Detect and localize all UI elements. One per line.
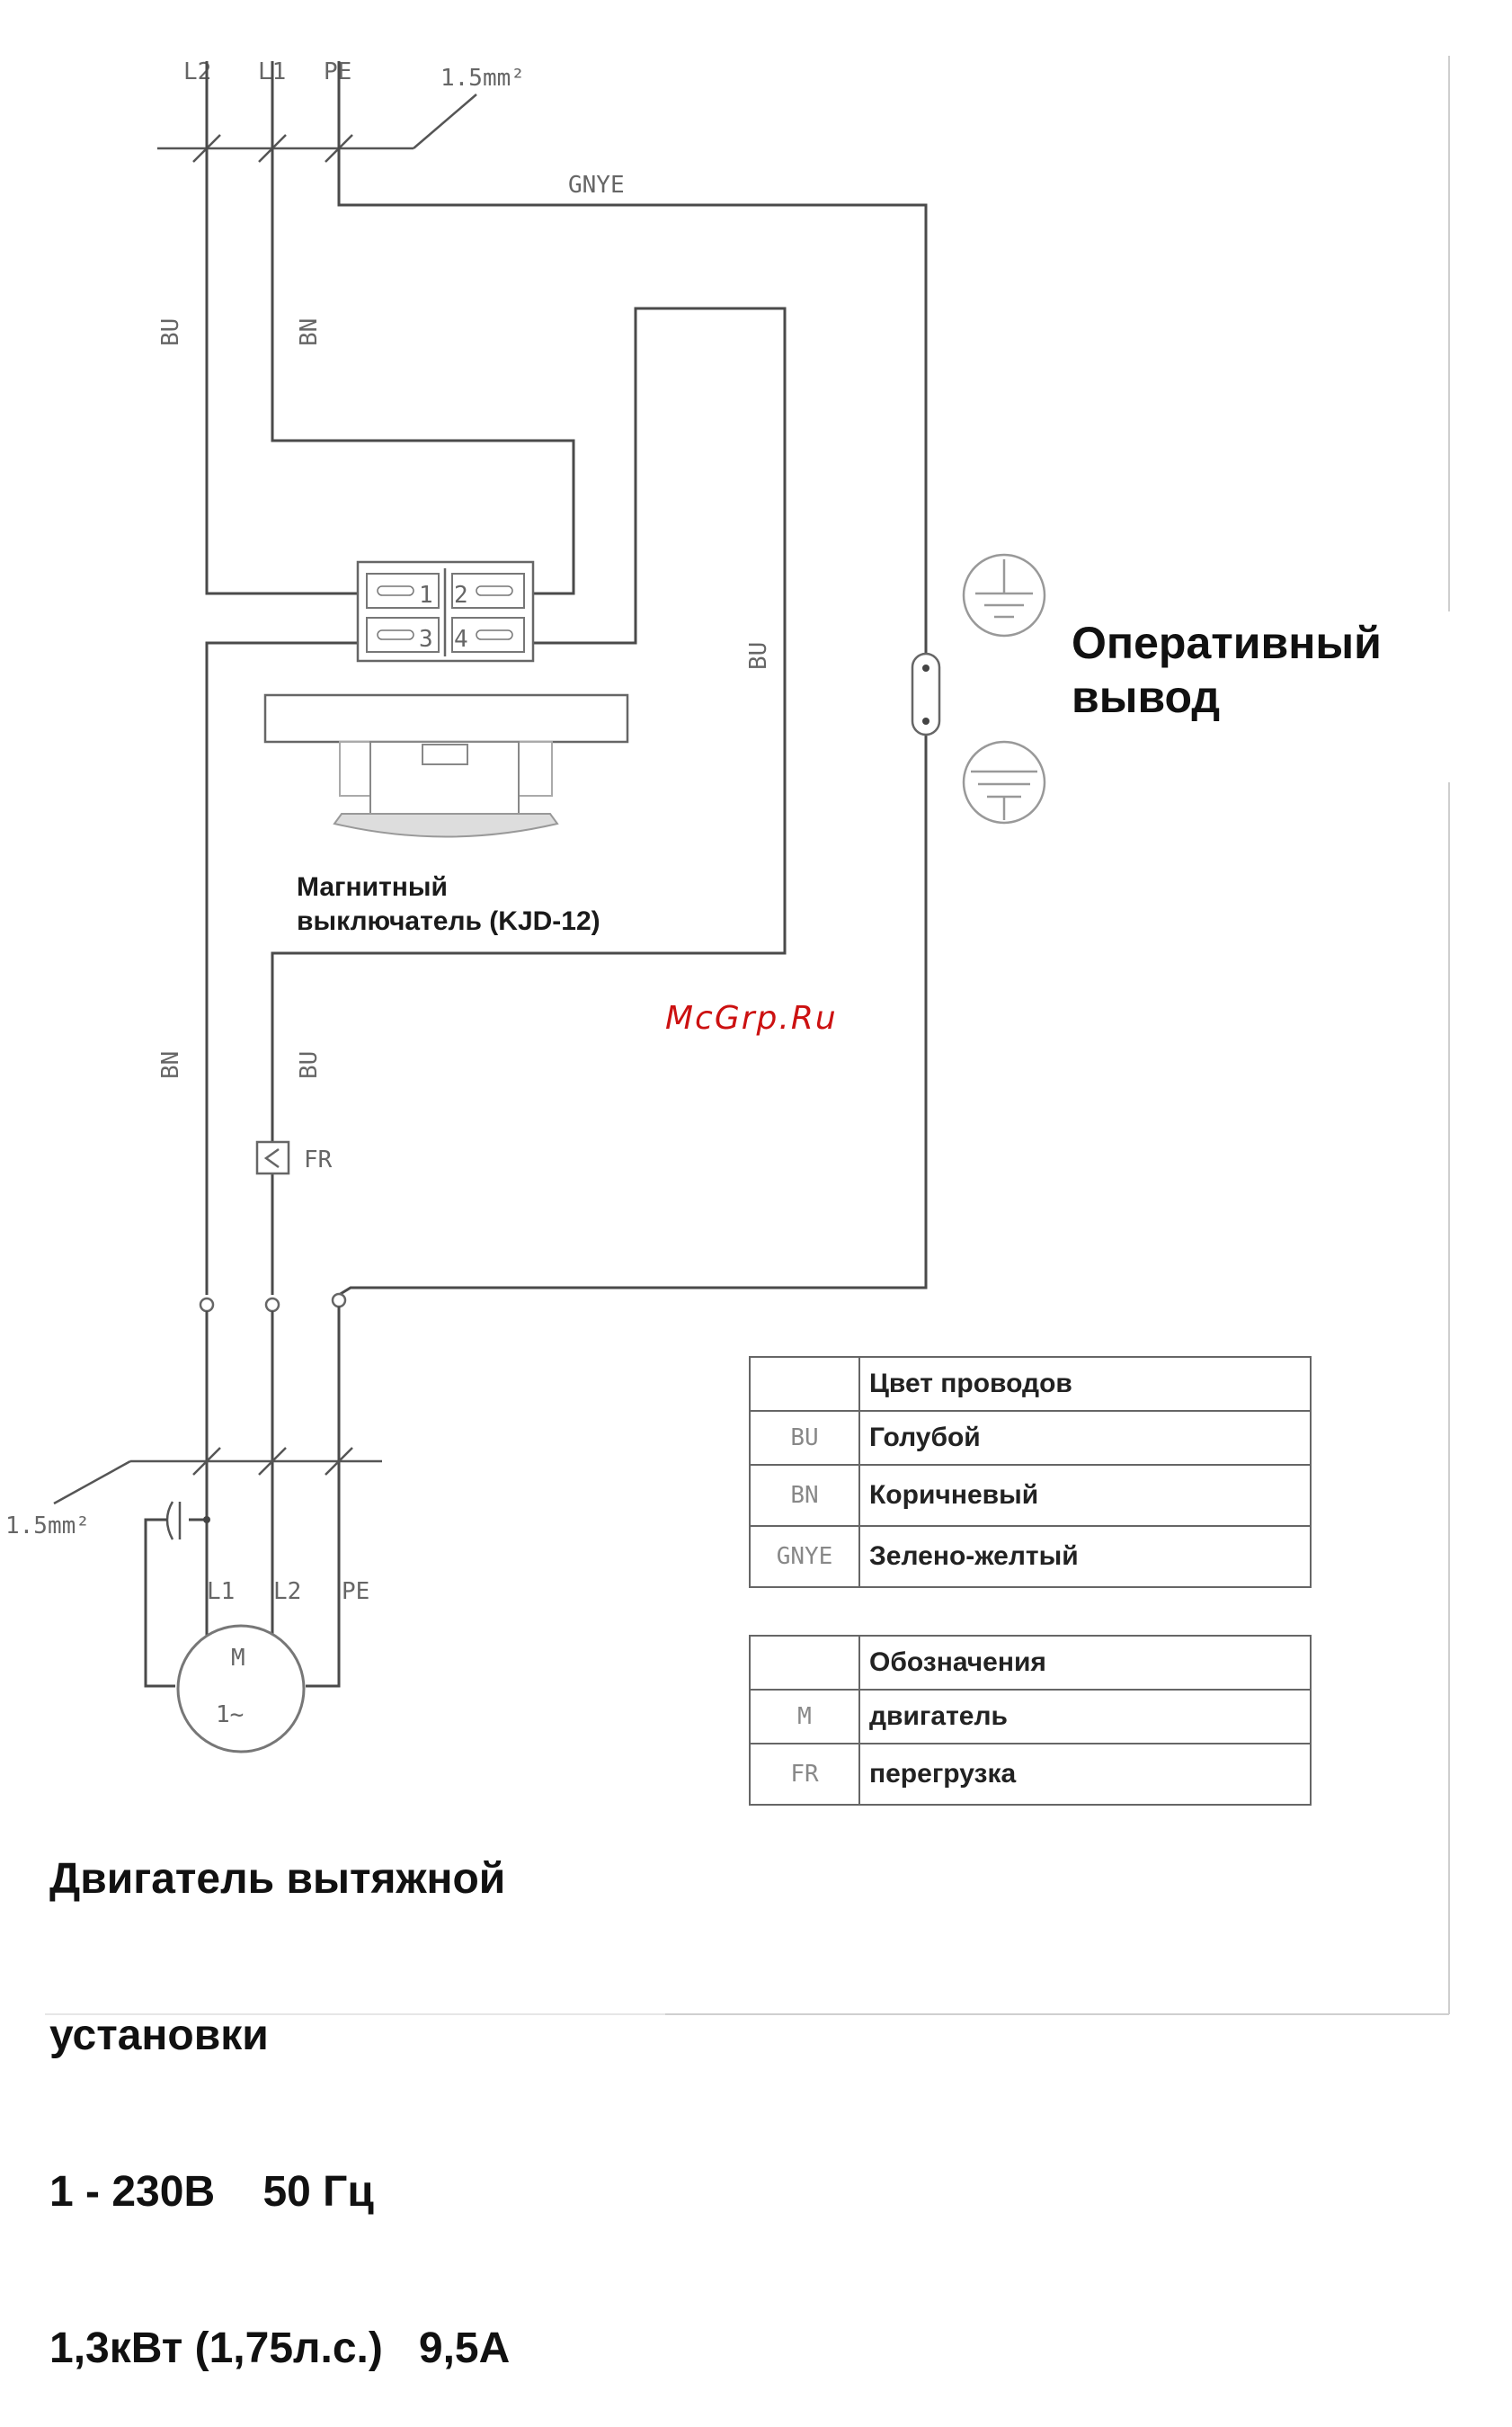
watermark: McGrp.Ru	[665, 1000, 838, 1037]
overload-label: FR	[304, 1147, 333, 1173]
legend-row: Обозначения	[749, 1635, 1312, 1691]
contact-3: 3	[419, 626, 433, 653]
legend-row: M двигатель	[749, 1689, 1312, 1744]
contact-2: 2	[454, 582, 468, 609]
ground-caption-line1: Оперативный	[1072, 618, 1382, 668]
motor-spec-line1: 1 - 230В 50 Гц	[49, 2168, 374, 2216]
wiring-diagram: L2 L1 PE 1.5mm² BU BN GNYE BU BN BU	[5, 56, 1450, 2015]
motor-terminal-l2: L2	[273, 1578, 301, 1605]
switch-caption: Магнитный выключатель (KJD-12)	[297, 870, 600, 939]
motor-bus	[53, 1307, 382, 1688]
legend-code	[749, 1356, 860, 1412]
legend-text: Зелено-желтый	[858, 1525, 1312, 1588]
legend-text: Голубой	[858, 1410, 1312, 1466]
top-cable-size: 1.5mm²	[440, 65, 525, 92]
wire-label-bn-bottom: BN	[157, 1051, 184, 1079]
junctions	[199, 1292, 347, 1313]
legend-header: Обозначения	[858, 1635, 1312, 1691]
legend-row: BN Коричневый	[749, 1464, 1312, 1527]
legend-wire-colors: Цвет проводов BU Голубой BN Коричневый G…	[749, 1356, 1312, 1588]
motor-terminal-pe: PE	[342, 1578, 369, 1605]
overload-relay	[255, 1140, 290, 1175]
legend-code: M	[749, 1689, 860, 1744]
wire-label-bn-top: BN	[296, 318, 323, 346]
top-supply-bus	[157, 94, 477, 163]
legend-code: FR	[749, 1743, 860, 1806]
ground-caption: Оперативный вывод	[1072, 616, 1382, 724]
legend-code: BU	[749, 1410, 860, 1466]
legend-row: FR перегрузка	[749, 1743, 1312, 1806]
motor-icon	[176, 1624, 306, 1753]
contact-1: 1	[419, 582, 433, 609]
magnetic-switch	[263, 560, 629, 838]
earth-icon	[962, 553, 1046, 638]
wire-label-bu-bottom: BU	[296, 1051, 323, 1079]
legend-row: Цвет проводов	[749, 1356, 1312, 1412]
switch-caption-line2: выключатель (KJD-12)	[297, 906, 600, 936]
legend-text: Коричневый	[858, 1464, 1312, 1527]
motor-title-line1: Двигатель вытяжной	[49, 1855, 506, 1903]
legend-text: перегрузка	[858, 1743, 1312, 1806]
ground-caption-line2: вывод	[1072, 672, 1221, 722]
legend-text: двигатель	[858, 1689, 1312, 1744]
legend-code: BN	[749, 1464, 860, 1527]
legend-header: Цвет проводов	[858, 1356, 1312, 1412]
protective-earth-icon	[962, 740, 1046, 825]
motor-title-line2: установки	[49, 2012, 269, 2059]
legend-code: GNYE	[749, 1525, 860, 1588]
legend-row: BU Голубой	[749, 1410, 1312, 1466]
wire-label-bu-right: BU	[745, 642, 772, 670]
legend-code	[749, 1635, 860, 1691]
wires	[205, 61, 928, 1297]
legend-symbols: Обозначения M двигатель FR перегрузка	[749, 1635, 1312, 1806]
contact-4: 4	[454, 626, 468, 653]
switch-caption-line1: Магнитный	[297, 872, 448, 902]
wire-label-gnye: GNYE	[568, 172, 625, 199]
motor-terminal-l1: L1	[207, 1578, 235, 1605]
legend-row: GNYE Зелено-желтый	[749, 1525, 1312, 1588]
wire-label-bu-top: BU	[157, 318, 184, 346]
motor-spec-line2: 1,3кВт (1,75л.с.) 9,5А	[49, 2324, 511, 2372]
motor-phase: 1~	[216, 1701, 244, 1728]
motor-cable-size: 1.5mm²	[5, 1512, 90, 1539]
motor-title: Двигатель вытяжной установки 1 - 230В 50…	[49, 1749, 510, 2427]
ground-connector	[911, 652, 941, 736]
motor-symbol: M	[231, 1645, 245, 1672]
